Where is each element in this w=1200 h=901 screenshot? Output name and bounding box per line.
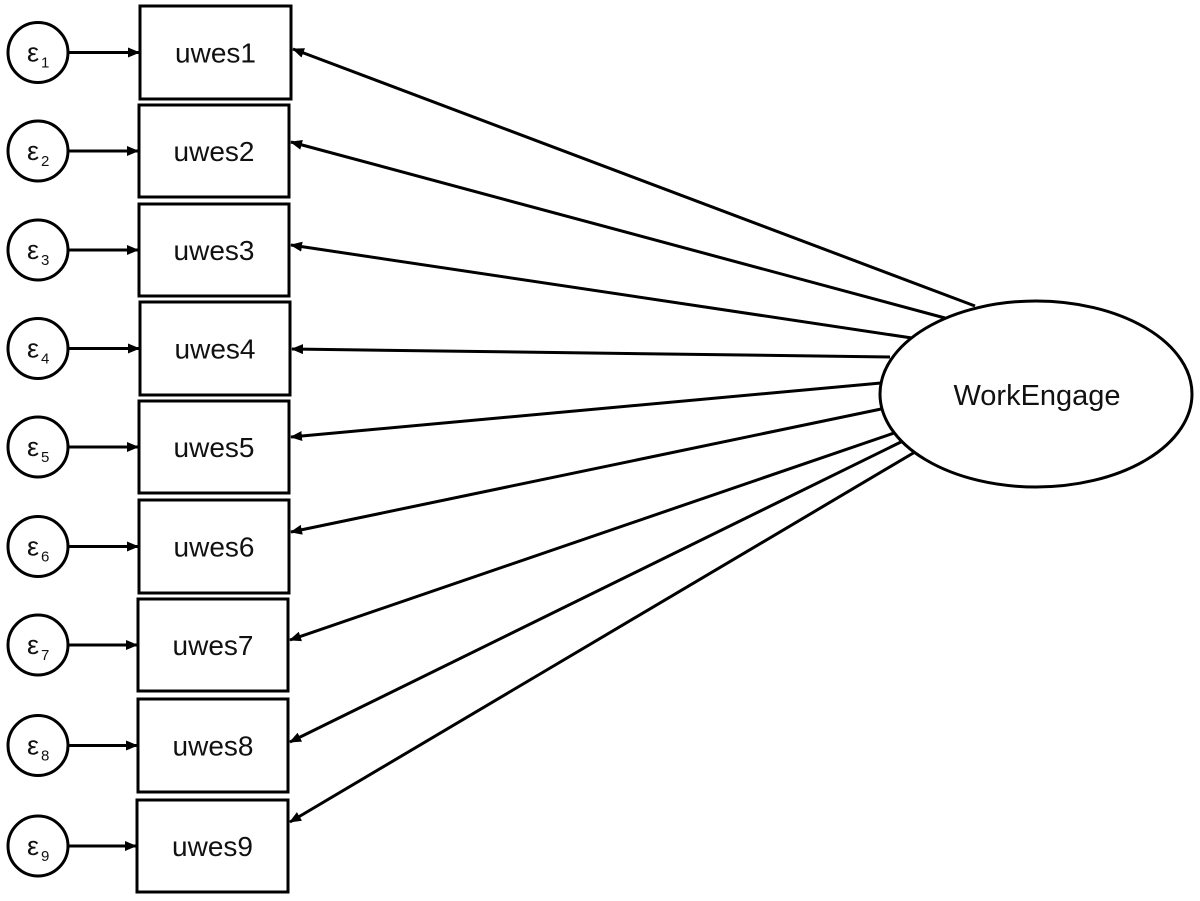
error-subscript: 5 — [41, 449, 49, 466]
error-symbol: ε — [27, 630, 39, 660]
indicator-box — [136, 697, 290, 794]
error-subscript: 4 — [41, 351, 49, 368]
error-symbol: ε — [27, 532, 39, 562]
error-symbol: ε — [27, 432, 39, 462]
loading-path-7 — [289, 430, 898, 642]
loading-path-3 — [290, 241, 913, 340]
error-symbol: ε — [27, 831, 39, 861]
loading-path-8 — [289, 438, 906, 744]
indicator-label: uwes1 — [175, 38, 256, 69]
error-circle — [6, 714, 70, 777]
error-symbol: ε — [27, 731, 39, 761]
indicator-label: uwes8 — [173, 731, 254, 762]
indicator-box — [138, 4, 293, 101]
error-symbol: ε — [27, 136, 39, 166]
indicator-box — [137, 399, 291, 495]
error-circle — [6, 21, 70, 84]
indicator-label: uwes5 — [174, 432, 255, 463]
error-subscript: 7 — [41, 647, 49, 664]
error-subscript: 3 — [41, 252, 49, 269]
indicator-label: uwes9 — [172, 831, 253, 862]
indicator-box — [135, 798, 290, 894]
indicator-box — [138, 300, 292, 397]
loading-path-5 — [290, 381, 882, 441]
indicator-box — [137, 498, 291, 595]
error-circle — [6, 415, 70, 479]
error-subscript: 8 — [41, 748, 49, 765]
path-layer — [289, 47, 976, 824]
error-subscript: 2 — [41, 153, 49, 170]
loading-path-4 — [291, 344, 891, 359]
error-circle — [6, 515, 70, 578]
loading-path-2 — [290, 140, 946, 320]
indicator-box — [136, 597, 290, 693]
error-symbol: ε — [27, 235, 39, 265]
error-circle — [6, 218, 70, 282]
indicator-label: uwes3 — [174, 235, 255, 266]
indicator-label: uwes6 — [174, 532, 255, 563]
indicator-box — [137, 103, 291, 199]
latent-label: WorkEngage — [953, 380, 1120, 412]
error-circle — [6, 814, 70, 878]
loading-path-1 — [292, 47, 976, 308]
latent-node[interactable]: WorkEngage — [878, 299, 1194, 489]
loading-path-6 — [290, 406, 887, 535]
error-circle — [6, 119, 70, 183]
error-subscript: 1 — [41, 55, 49, 72]
indicator-label: uwes4 — [175, 334, 256, 365]
error-subscript: 9 — [41, 848, 49, 865]
indicator-box — [137, 202, 291, 298]
error-symbol: ε — [27, 38, 39, 68]
error-subscript: 6 — [41, 549, 49, 566]
error-symbol: ε — [27, 334, 39, 364]
latent-ellipse — [878, 299, 1194, 489]
error-circle — [6, 613, 70, 677]
indicator-label: uwes2 — [174, 136, 255, 167]
indicator-label: uwes7 — [173, 630, 254, 661]
loading-path-9 — [289, 450, 916, 824]
error-circle — [6, 317, 70, 380]
